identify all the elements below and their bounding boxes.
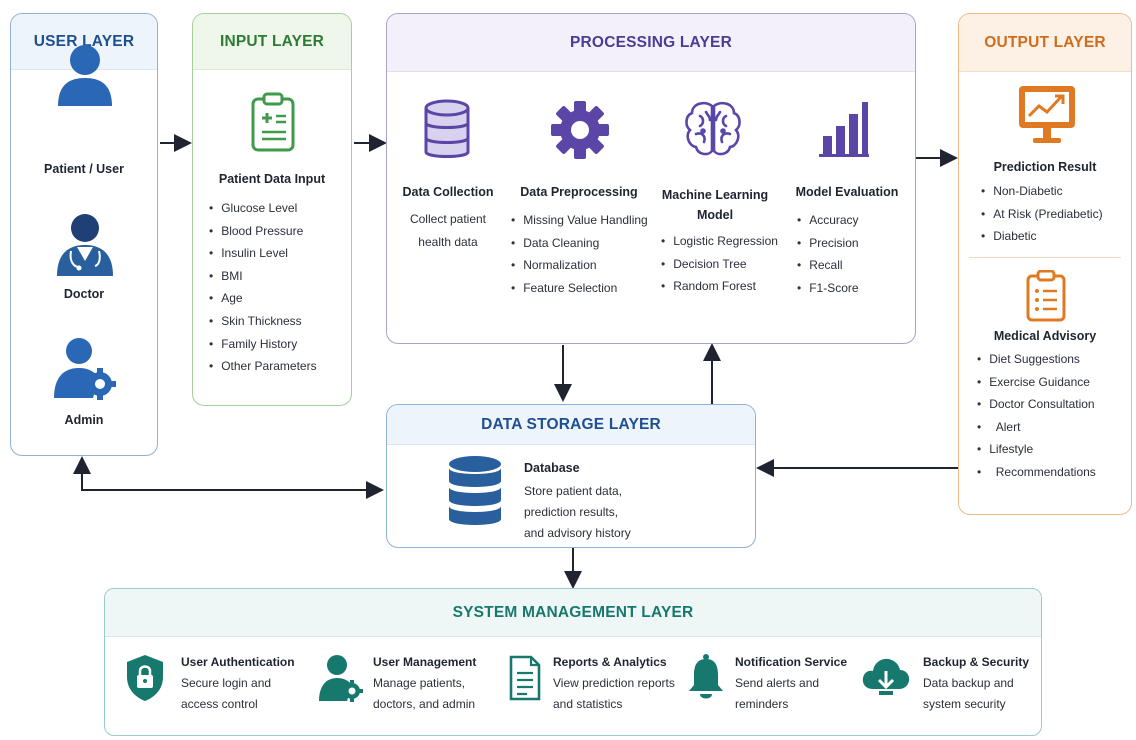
user-gear-icon (319, 655, 363, 702)
list-item: Non-Diabetic (981, 180, 1103, 203)
list-item: Other Parameters (209, 355, 316, 378)
step-title-data-preprocessing: Data Preprocessing (520, 185, 638, 199)
gear-icon (550, 100, 610, 160)
evaluation-list: Accuracy Precision Recall F1-Score (797, 209, 859, 300)
input-layer-panel: INPUT LAYER Patient Data Input Glucose L… (192, 13, 352, 406)
prediction-list: Non-Diabetic At Risk (Prediabetic) Diabe… (981, 180, 1103, 248)
bar-chart-icon (819, 100, 869, 158)
step-desc-data-collection: Collect patient health data (409, 212, 487, 249)
list-item: F1-Score (797, 277, 858, 300)
step-title-data-collection: Data Collection (402, 185, 494, 199)
output-divider (969, 257, 1121, 258)
checklist-clipboard-icon (1025, 270, 1067, 322)
module-desc: Secure login and access control (181, 676, 272, 711)
data-storage-layer-title: DATA STORAGE LAYER (387, 405, 755, 445)
output-layer-panel: OUTPUT LAYER Prediction Result Non-Diabe… (958, 13, 1132, 515)
list-item-continuation: • Alert (977, 416, 1096, 439)
medical-advisory-heading: Medical Advisory (993, 329, 1097, 343)
brain-icon (682, 98, 744, 160)
processing-layer-panel: PROCESSING LAYER Data Collection Collect… (386, 13, 916, 344)
lock-shield-icon (127, 655, 163, 701)
list-item: Diabetic (981, 225, 1103, 248)
module-title: Notification Service (735, 655, 848, 669)
data-storage-layer-panel: DATA STORAGE LAYER Database Store patien… (386, 404, 756, 548)
list-item: At Risk (Prediabetic) (981, 203, 1102, 226)
input-parameter-list: Glucose Level Blood Pressure Insulin Lev… (209, 197, 317, 378)
bell-icon (689, 654, 723, 699)
system-management-layer-panel: SYSTEM MANAGEMENT LAYER User Authenticat… (104, 588, 1042, 736)
database-icon (423, 98, 471, 162)
list-item: Skin Thickness (209, 310, 317, 333)
database-desc: Store patient data, prediction results, … (524, 484, 631, 540)
list-item: Random Forest (661, 275, 778, 298)
list-item-continuation: • Recommendations (977, 461, 1096, 484)
patient-data-input-heading: Patient Data Input (218, 172, 326, 186)
report-icon (509, 655, 541, 701)
list-item: Feature Selection (511, 277, 648, 300)
list-item: Blood Pressure (209, 220, 317, 243)
database-stack-icon (447, 455, 503, 529)
input-layer-title: INPUT LAYER (193, 14, 351, 70)
list-item: Recall (797, 254, 859, 277)
list-item: Glucose Level (209, 197, 317, 220)
patient-icon (56, 42, 114, 108)
list-item: Missing Value Handling (511, 209, 648, 232)
list-item: Lifestyle (977, 438, 1096, 461)
module-desc: Data backup and system security (923, 676, 1014, 711)
list-item: Doctor Consultation (977, 393, 1096, 416)
list-item: Logistic Regression (661, 230, 778, 253)
role-label-doctor: Doctor (63, 287, 105, 301)
system-management-layer-title: SYSTEM MANAGEMENT LAYER (105, 589, 1041, 637)
list-item: Diet Suggestions (977, 348, 1096, 371)
database-title: Database (524, 461, 580, 475)
module-desc: View prediction reports and statistics (553, 676, 675, 711)
list-item: Data Cleaning (511, 232, 648, 255)
module-desc: Manage patients, doctors, and admin (373, 676, 476, 711)
list-item: Decision Tree (661, 253, 778, 276)
list-item: Exercise Guidance (977, 371, 1096, 394)
cloud-backup-icon (862, 658, 910, 695)
preprocessing-list: Missing Value Handling Data Cleaning Nor… (511, 209, 648, 299)
list-item: Normalization (511, 254, 648, 277)
step-title-ml-model: Machine Learning Model (661, 188, 769, 222)
clipboard-icon (250, 92, 296, 152)
list-item: Precision (797, 232, 858, 255)
ml-model-list: Logistic Regression Decision Tree Random… (661, 230, 778, 298)
output-layer-title: OUTPUT LAYER (959, 14, 1131, 72)
module-title: User Management (373, 655, 477, 669)
prediction-result-heading: Prediction Result (993, 160, 1097, 174)
module-title: User Authentication (181, 655, 295, 669)
list-item: BMI (209, 265, 317, 288)
list-item: Insulin Level (209, 242, 317, 265)
arrow-storage-to-users (73, 456, 382, 491)
user-layer-panel: USER LAYER Patient / User Doctor (10, 13, 158, 456)
list-item: Accuracy (797, 209, 858, 232)
module-title: Backup & Security (923, 655, 1030, 669)
role-label-patient: Patient / User (44, 162, 124, 176)
monitor-trend-icon (1017, 84, 1077, 146)
doctor-icon (55, 211, 115, 277)
role-label-admin: Admin (64, 413, 104, 427)
module-desc: Send alerts and reminders (735, 676, 820, 711)
admin-icon (53, 336, 117, 400)
processing-layer-title: PROCESSING LAYER (387, 14, 915, 72)
step-title-model-evaluation: Model Evaluation (795, 185, 899, 199)
list-item: Age (209, 287, 317, 310)
list-item: Family History (209, 333, 317, 356)
module-title: Reports & Analytics (553, 655, 667, 669)
advisory-list: Diet Suggestions Exercise Guidance Docto… (977, 348, 1096, 484)
